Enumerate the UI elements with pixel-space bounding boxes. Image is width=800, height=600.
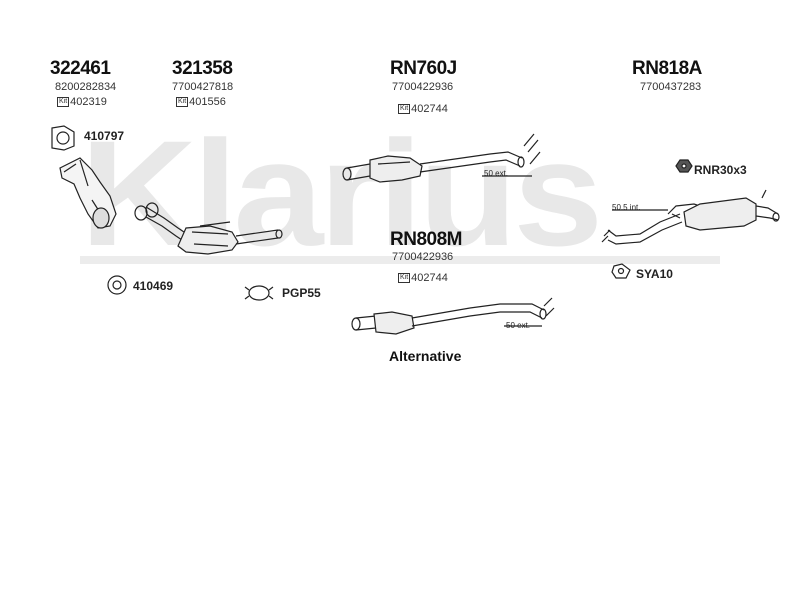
clamp-pgp55-icon xyxy=(244,285,274,301)
kit-value: 402319 xyxy=(70,96,107,108)
part-number-rn808m: RN808M xyxy=(390,229,462,250)
accessory-rnr30x3-label: RNR30x3 xyxy=(694,163,747,177)
kit-value: 402744 xyxy=(411,103,448,115)
accessory-pgp55-label: PGP55 xyxy=(282,286,321,300)
bracket-sya10-icon xyxy=(611,263,631,279)
alternative-label: Alternative xyxy=(389,348,462,364)
part-number-322461: 322461 xyxy=(50,58,111,79)
oe-number: 7700422936 xyxy=(392,81,454,93)
part-number-rn818a: RN818A xyxy=(632,58,702,79)
mid-pipe-rn808m-drawing xyxy=(351,297,555,335)
mid-pipe-rn760j-drawing xyxy=(342,133,541,183)
part-number-rn760j: RN760J xyxy=(390,58,457,79)
watermark-band xyxy=(80,256,720,264)
accessory-410797-label: 410797 xyxy=(84,129,125,143)
kit-value: 402744 xyxy=(411,272,448,284)
front-pipe-catalyst-321358-drawing xyxy=(134,202,283,255)
kit-icon: Kit xyxy=(398,104,411,114)
rear-silencer-rn818a-drawing xyxy=(601,189,780,245)
dimension-label: 50 ext. xyxy=(484,169,509,178)
kit-icon: Kit xyxy=(176,97,189,107)
manifold-catalyst-322461-drawing xyxy=(59,157,117,229)
kit-icon: Kit xyxy=(398,273,411,283)
accessory-sya10-label: SYA10 xyxy=(636,267,673,281)
gasket-410469-icon xyxy=(107,275,127,295)
part-number-321358: 321358 xyxy=(172,58,233,79)
oe-number: 8200282834 xyxy=(55,81,117,93)
kit-value: 401556 xyxy=(189,96,226,108)
accessory-410469-label: 410469 xyxy=(133,279,174,293)
gasket-410797-icon xyxy=(51,125,75,151)
rubber-hanger-rnr30x3-icon xyxy=(675,159,693,173)
dimension-label: 50.5 int. xyxy=(612,203,641,212)
brand-watermark: Klarius xyxy=(80,109,603,277)
oe-number: 7700437283 xyxy=(640,81,702,93)
oe-number: 7700427818 xyxy=(172,81,234,93)
oe-number: 7700422936 xyxy=(392,251,454,263)
kit-icon: Kit xyxy=(57,97,70,107)
